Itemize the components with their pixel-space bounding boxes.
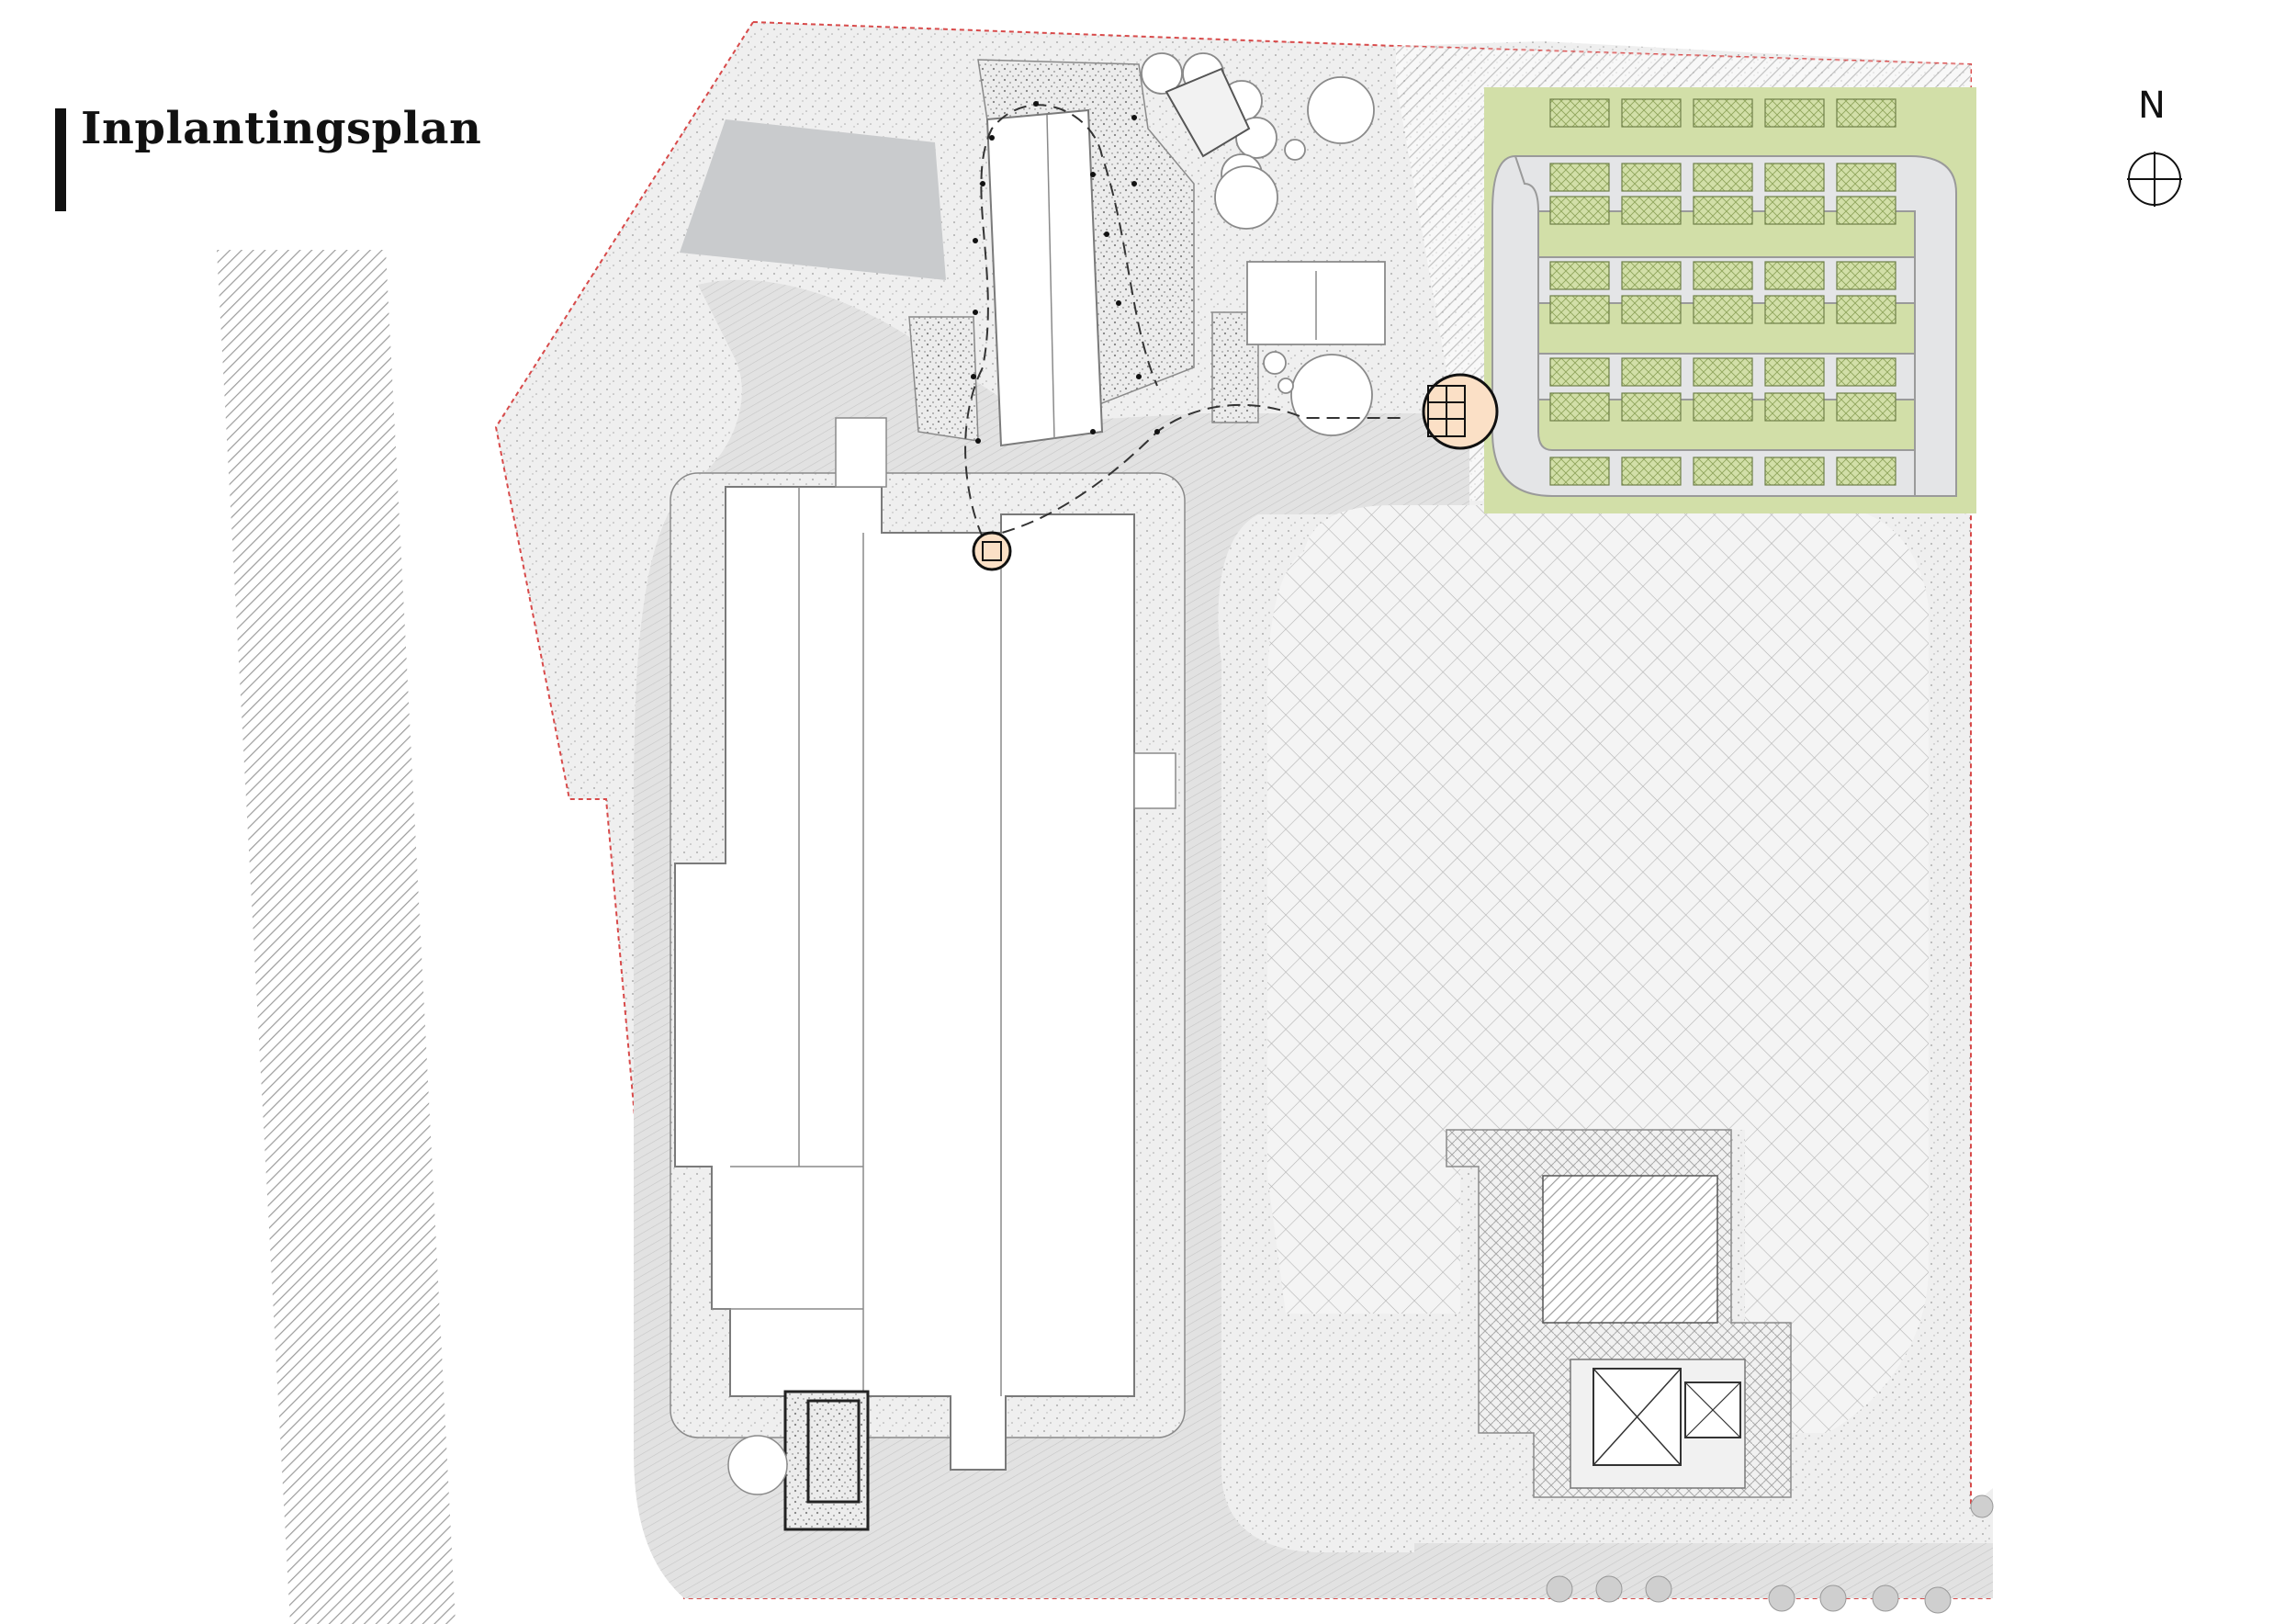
gray-storage-area xyxy=(680,119,946,280)
northern-hall xyxy=(985,108,1104,447)
entrance-marker-icon[interactable] xyxy=(1422,373,1499,450)
southeast-compound xyxy=(1446,1129,1792,1498)
annex-core xyxy=(806,1399,861,1504)
annex-gravel xyxy=(783,1390,870,1531)
page-title: Inplantingsplan xyxy=(81,103,482,154)
water-tank xyxy=(727,1435,788,1495)
north-arrow-icon xyxy=(2127,152,2182,207)
north-label: N xyxy=(2138,85,2166,127)
entrance-marker-small-icon[interactable] xyxy=(972,531,1012,571)
main-halls xyxy=(670,417,1186,1471)
title-accent-bar xyxy=(55,108,66,211)
rail-strip xyxy=(217,250,456,1624)
street-trees xyxy=(1546,1494,1994,1614)
large-yard xyxy=(1267,505,1929,1433)
gravel-island-west xyxy=(908,316,979,442)
tank-frame xyxy=(1165,67,1251,158)
bottom-road xyxy=(1414,1543,1993,1598)
parking-lot xyxy=(1484,87,1976,513)
route-points xyxy=(971,101,1160,444)
